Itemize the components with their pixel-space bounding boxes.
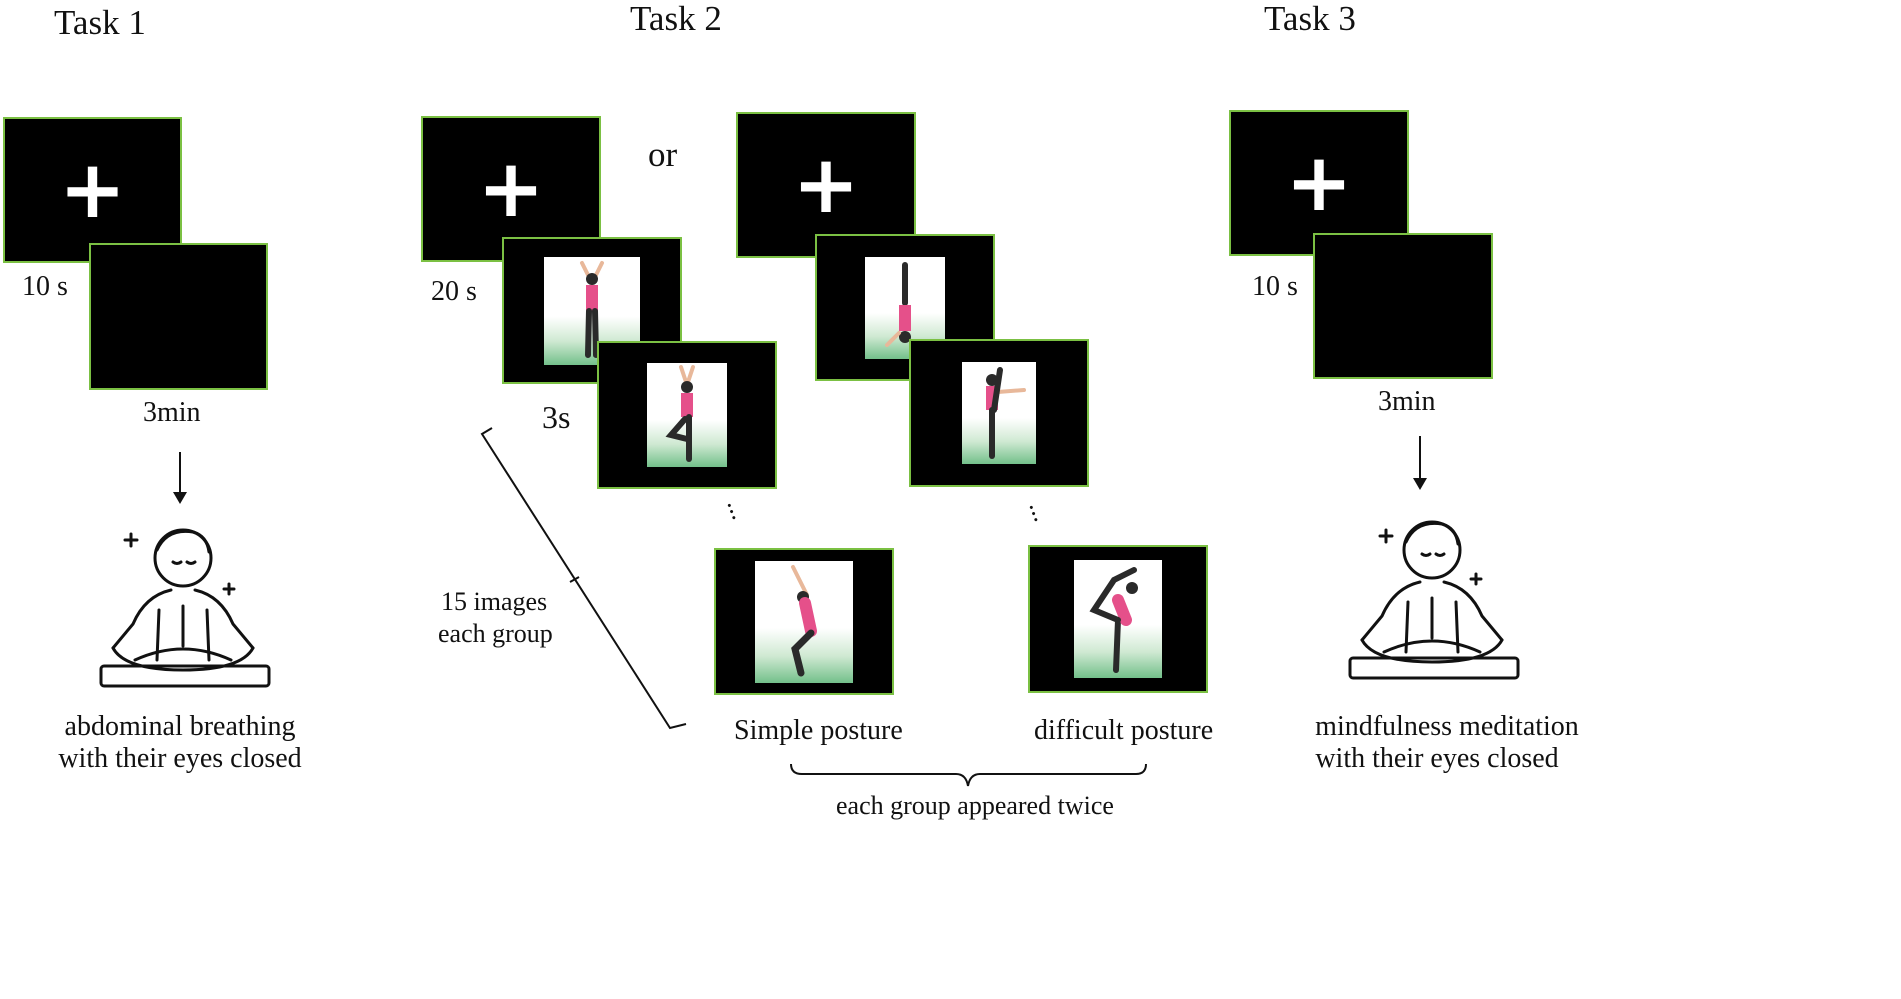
task2-repeat-label: each group appeared twice: [836, 791, 1114, 820]
task1-title: Task 1: [54, 3, 146, 42]
task1-meditating-person-icon: [99, 528, 271, 688]
task3-description-line2: with their eyes closed: [1315, 743, 1559, 774]
task3-meditating-person-icon: [1348, 520, 1520, 680]
task3-fixation-screen: +: [1229, 110, 1409, 256]
task2-title: Task 2: [630, 0, 722, 38]
yoga-photo-standing-split: [962, 362, 1036, 464]
task1-blank-screen: [89, 243, 268, 390]
task3-down-arrow-icon: [1413, 436, 1427, 490]
task2-simple-label: Simple posture: [734, 715, 903, 746]
task2-difficult-image-screen-2: [909, 339, 1089, 487]
task1-description-line1: abdominal breathing: [64, 711, 296, 742]
task2-simple-image-screen-last: [714, 548, 894, 695]
task2-difficult-image-screen-last: [1028, 545, 1208, 693]
task1-fixation-duration: 10 s: [22, 271, 68, 302]
yoga-photo-tree-pose: [647, 363, 727, 467]
fixation-cross-icon: +: [792, 138, 860, 231]
task1-fixation-screen: +: [3, 117, 182, 263]
task3-description-line1: mindfulness meditation: [1315, 711, 1579, 742]
fixation-cross-icon: +: [58, 143, 127, 236]
task1-down-arrow-icon: [173, 452, 187, 504]
task1-blank-duration: 3min: [143, 397, 201, 428]
task3-blank-screen: [1313, 233, 1493, 379]
fixation-cross-icon: +: [477, 142, 545, 235]
task2-repeat-bracket-icon: [790, 763, 1147, 787]
task2-difficult-label: difficult posture: [1034, 715, 1214, 746]
task3-blank-duration: 3min: [1378, 386, 1436, 417]
task2-or-label: or: [648, 135, 678, 174]
task2-simple-image-screen-2: [597, 341, 777, 489]
task2-group-size-line2: each group: [438, 619, 553, 648]
task2-image-duration: 3s: [542, 399, 571, 435]
fixation-cross-icon: +: [1285, 136, 1353, 229]
task3-fixation-duration: 10 s: [1252, 271, 1298, 302]
yoga-photo-dancer-pose: [1074, 560, 1162, 678]
task2-fixation-duration: 20 s: [431, 276, 477, 307]
yoga-photo-chair-pose: [755, 560, 853, 683]
task2-difficult-fixation-screen: +: [736, 112, 916, 258]
task1-description-line2: with their eyes closed: [58, 743, 302, 774]
task2-group-size-line1: 15 images: [441, 587, 548, 616]
task3-title: Task 3: [1264, 0, 1356, 38]
